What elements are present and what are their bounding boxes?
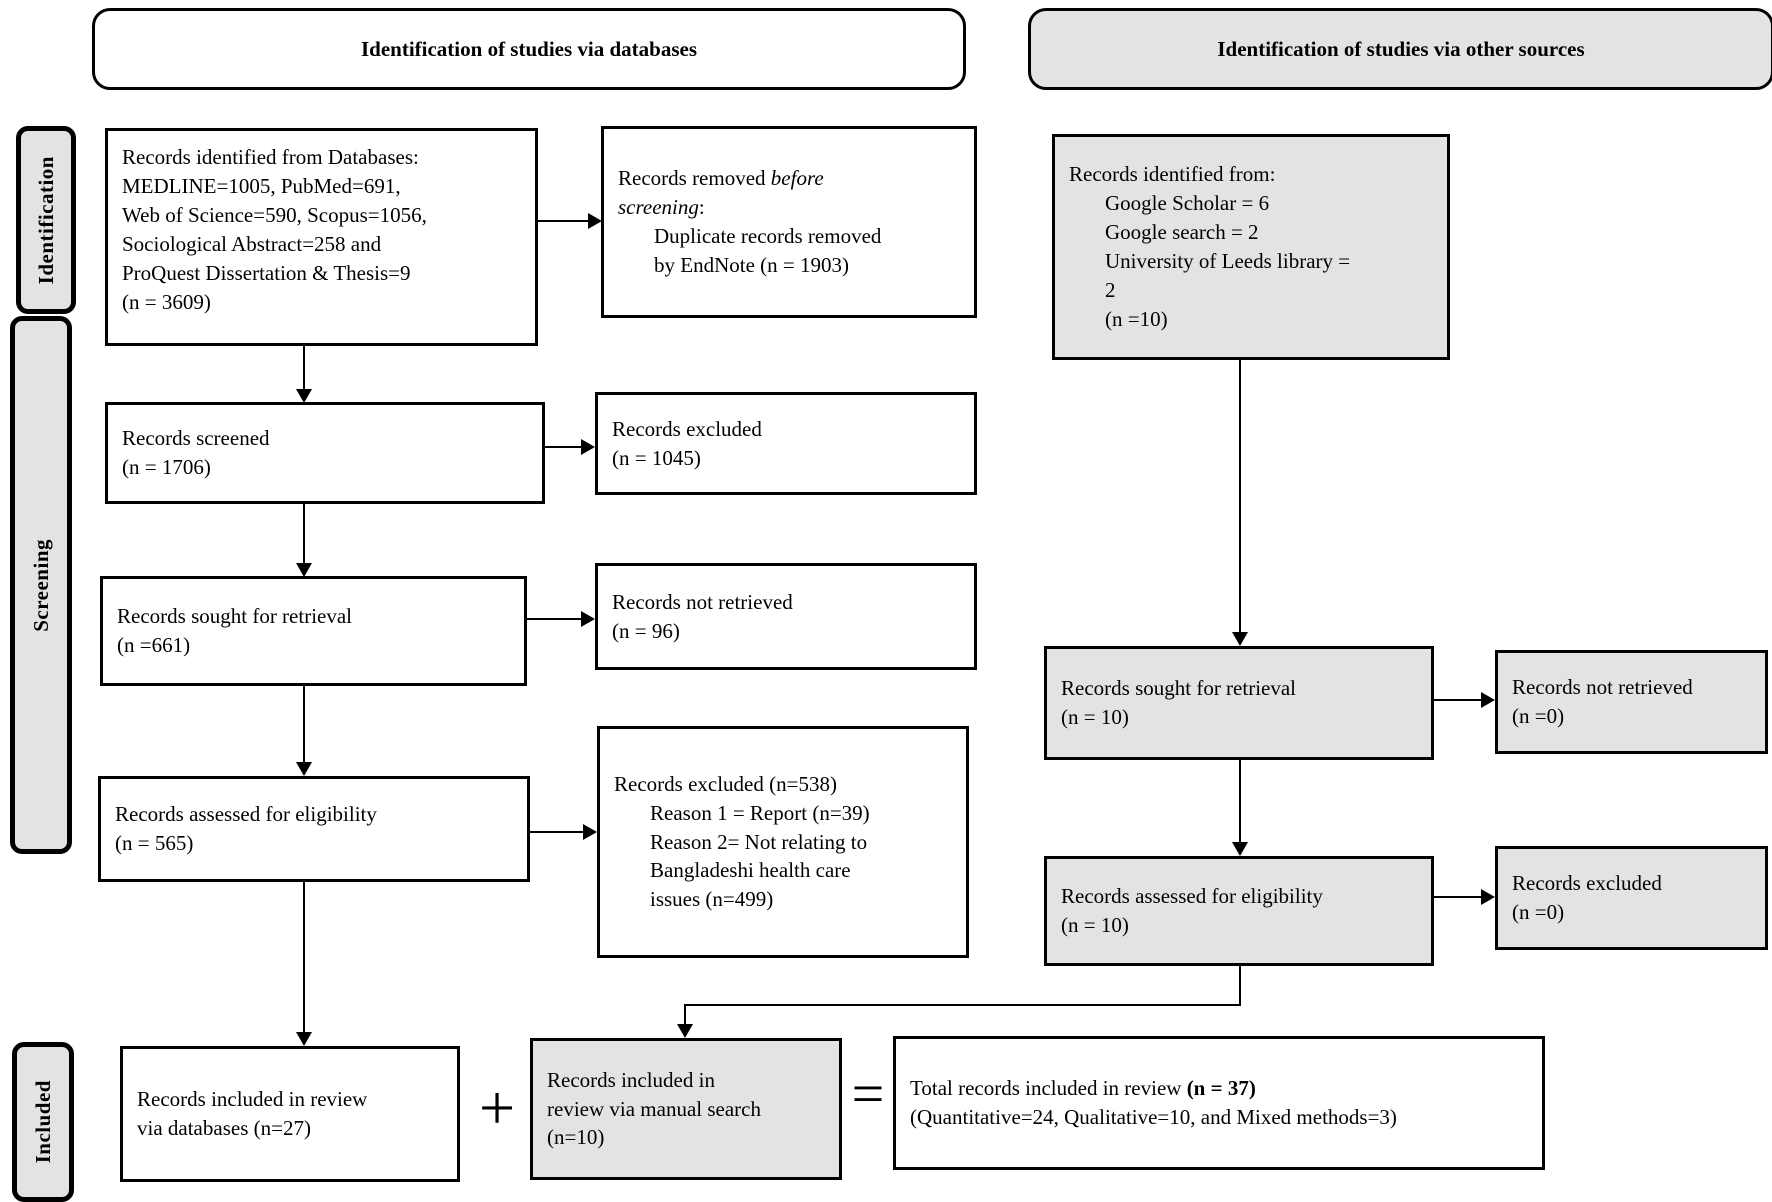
arrow-screened-to-sought-line xyxy=(303,504,305,564)
box-records-excluded-screening: Records excluded (n = 1045) xyxy=(595,392,977,495)
elbow-otherassessed-horizontal-segment xyxy=(684,1004,1241,1006)
box-records-not-retrieved-other: Records not retrieved (n =0) xyxy=(1495,650,1768,754)
arrow-assessed-to-included-line xyxy=(303,882,305,1033)
other-identified-sources: Google Scholar = 6 Google search = 2 Uni… xyxy=(1105,191,1351,331)
arrow-identified-to-removed-head xyxy=(588,213,602,229)
arrow-screened-to-sought-head xyxy=(296,563,312,577)
header-other-sources: Identification of studies via other sour… xyxy=(1028,8,1772,90)
excluded-eligibility-heading: Records excluded (n=538) xyxy=(614,771,837,796)
arrow-sought-to-assessed-line xyxy=(303,686,305,763)
box-records-removed-before-screening: Records removed before screening: Duplic… xyxy=(601,126,977,318)
arrow-othersought-to-notretrieved-line xyxy=(1434,699,1482,701)
box-records-identified-databases: Records identified from Databases: MEDLI… xyxy=(105,128,538,346)
plus-operator: + xyxy=(478,1072,516,1143)
header-databases: Identification of studies via databases xyxy=(92,8,966,90)
stage-included: Included xyxy=(12,1042,74,1202)
records-removed-heading: Records removed before screening: xyxy=(618,166,824,220)
box-records-assessed-other: Records assessed for eligibility (n = 10… xyxy=(1044,856,1434,966)
box-included-via-databases: Records included in review via databases… xyxy=(120,1046,460,1182)
arrow-screened-to-excluded-line xyxy=(545,446,583,448)
arrow-othersought-to-notretrieved-head xyxy=(1481,692,1495,708)
arrow-identified-to-removed-line xyxy=(538,220,590,222)
stage-screening: Screening xyxy=(10,316,72,854)
arrow-othersought-to-assessed-line xyxy=(1239,760,1241,844)
arrow-identified-to-screened-line xyxy=(303,346,305,390)
stage-identification-label: Identification xyxy=(33,155,58,285)
arrow-assessed-to-excluded-head xyxy=(583,824,597,840)
elbow-otherassessed-drop-segment xyxy=(684,1004,686,1026)
arrow-otheridentified-to-sought-line xyxy=(1239,360,1241,634)
equals-operator: = xyxy=(851,1061,885,1126)
box-total-included: Total records included in review (n = 37… xyxy=(893,1036,1545,1170)
arrow-assessed-to-included-head xyxy=(296,1032,312,1046)
records-removed-detail: Duplicate records removed by EndNote (n … xyxy=(654,224,882,277)
box-records-excluded-other: Records excluded (n =0) xyxy=(1495,846,1768,950)
box-records-identified-other: Records identified from: Google Scholar … xyxy=(1052,134,1450,360)
arrow-identified-to-screened-head xyxy=(296,389,312,403)
arrow-otheridentified-to-sought-head xyxy=(1232,632,1248,646)
stage-screening-label: Screening xyxy=(28,538,53,632)
box-records-assessed-databases: Records assessed for eligibility (n = 56… xyxy=(98,776,530,882)
arrow-sought-to-assessed-head xyxy=(296,762,312,776)
excluded-eligibility-reasons: Reason 1 = Report (n=39) Reason 2= Not r… xyxy=(650,800,870,912)
arrow-screened-to-excluded-head xyxy=(581,439,595,455)
stage-included-label: Included xyxy=(30,1080,55,1164)
arrow-othersought-to-assessed-head xyxy=(1232,842,1248,856)
arrow-otherassessed-to-excluded-head xyxy=(1481,889,1495,905)
box-records-sought-other: Records sought for retrieval (n = 10) xyxy=(1044,646,1434,760)
other-identified-heading: Records identified from: xyxy=(1069,162,1276,187)
arrow-otherassessed-to-manual-head xyxy=(677,1024,693,1038)
arrow-sought-to-notretrieved-head xyxy=(581,611,595,627)
arrow-assessed-to-excluded-line xyxy=(530,831,585,833)
box-records-excluded-eligibility: Records excluded (n=538) Reason 1 = Repo… xyxy=(597,726,969,958)
box-records-sought-databases: Records sought for retrieval (n =661) xyxy=(100,576,527,686)
elbow-otherassessed-down-segment xyxy=(1239,966,1241,1006)
arrow-sought-to-notretrieved-line xyxy=(527,618,583,620)
stage-identification: Identification xyxy=(16,126,76,314)
box-records-screened: Records screened (n = 1706) xyxy=(105,402,545,504)
arrow-otherassessed-to-excluded-line xyxy=(1434,896,1482,898)
box-included-via-manual-search: Records included in review via manual se… xyxy=(530,1038,842,1180)
box-records-not-retrieved-databases: Records not retrieved (n = 96) xyxy=(595,563,977,670)
total-included-text: Total records included in review (n = 37… xyxy=(910,1076,1397,1129)
